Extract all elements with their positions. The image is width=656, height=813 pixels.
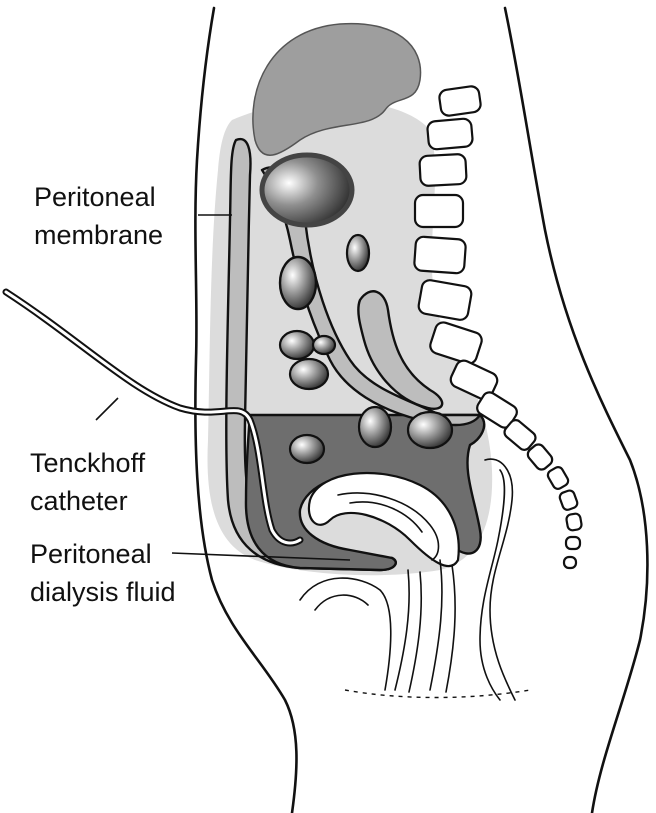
- pelvic-floor: [300, 578, 391, 690]
- back-outline: [505, 8, 647, 813]
- membrane-label-line1: Peritoneal: [34, 182, 156, 212]
- fluid-label-line1: Peritoneal: [30, 539, 152, 569]
- bowel-loop-2: [347, 235, 369, 271]
- bowel-loop-8: [408, 412, 452, 448]
- bowel-loop-1: [280, 257, 316, 309]
- transverse-colon: [262, 155, 352, 225]
- vagina: [430, 560, 455, 692]
- membrane-label-line2: membrane: [34, 220, 163, 250]
- catheter-label-line2: catheter: [30, 486, 128, 516]
- bowel-loop-4: [313, 336, 335, 354]
- catheter-leader-line: [96, 398, 118, 420]
- bowel-loop-7: [359, 407, 391, 447]
- perineum-line: [345, 690, 530, 698]
- bowel-loop-5: [290, 359, 328, 389]
- urethra: [395, 570, 421, 692]
- bowel-loop-6: [290, 435, 324, 463]
- catheter-label-line1: Tenckhoff: [30, 448, 146, 478]
- bowel-loop-3: [280, 331, 314, 359]
- fluid-label-line2: dialysis fluid: [30, 577, 176, 607]
